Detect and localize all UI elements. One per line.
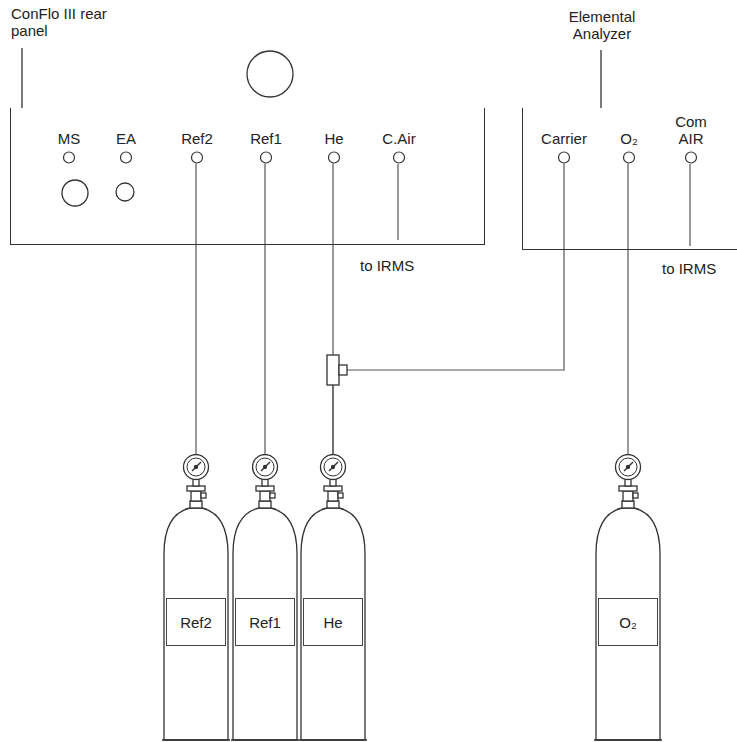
port-label: EA [116, 130, 136, 147]
gas-line [264, 164, 265, 455]
port-label: MS [58, 130, 81, 147]
gas-cylinder: Ref2 [160, 454, 232, 742]
leader-line [21, 48, 22, 108]
port-label: Com AIR [670, 113, 712, 147]
leader-line [600, 50, 601, 108]
port-fitting [557, 151, 571, 164]
gas-cylinder: Ref1 [229, 454, 301, 742]
gas-port: Ref1 [250, 130, 282, 164]
gas-port: EA [116, 130, 136, 164]
gas-port: Com AIR [670, 113, 712, 164]
gas-port: MS [58, 130, 81, 164]
panel-connector [62, 180, 88, 206]
cylinder-label: Ref1 [235, 598, 295, 646]
gas-line [195, 164, 196, 455]
instrument-panel: ConFlo III rear panelMSEARef2Ref1HeC.Air [10, 108, 485, 245]
port-fitting [119, 151, 133, 164]
gas-port: Ref2 [181, 130, 213, 164]
port-label: Ref2 [181, 130, 213, 147]
cylinder-label: He [303, 598, 363, 646]
cylinder-label: Ref2 [166, 598, 226, 646]
gas-line [333, 164, 564, 455]
air-line [397, 164, 398, 240]
instrument-panel: Elemental AnalyzerCarrierO₂Com AIR [522, 108, 737, 250]
panel-connector [247, 51, 293, 97]
gas-cylinder: He [297, 454, 369, 742]
port-fitting [684, 151, 698, 164]
panel-connector [116, 183, 134, 201]
gas-port: O₂ [620, 130, 638, 164]
destination-note: to IRMS [360, 257, 414, 274]
port-label: He [324, 130, 343, 147]
port-fitting [392, 151, 406, 164]
gas-port: Carrier [541, 130, 587, 164]
port-label: C.Air [382, 130, 415, 147]
gas-port: C.Air [382, 130, 415, 164]
gas-cylinder: O₂ [592, 454, 664, 742]
destination-note: to IRMS [662, 260, 716, 277]
air-line [689, 164, 690, 246]
port-fitting [62, 151, 76, 164]
port-fitting [622, 151, 636, 164]
gas-port: He [324, 130, 343, 164]
port-label: Carrier [541, 130, 587, 147]
cylinder-label: O₂ [598, 598, 658, 646]
tee-fitting [327, 355, 347, 385]
gas-line [627, 164, 628, 455]
port-fitting [259, 151, 273, 164]
port-fitting [327, 151, 341, 164]
port-label: O₂ [620, 130, 638, 147]
panel-title: ConFlo III rear panel [11, 5, 111, 39]
port-fitting [190, 151, 204, 164]
panel-title: Elemental Analyzer [557, 8, 647, 42]
port-label: Ref1 [250, 130, 282, 147]
